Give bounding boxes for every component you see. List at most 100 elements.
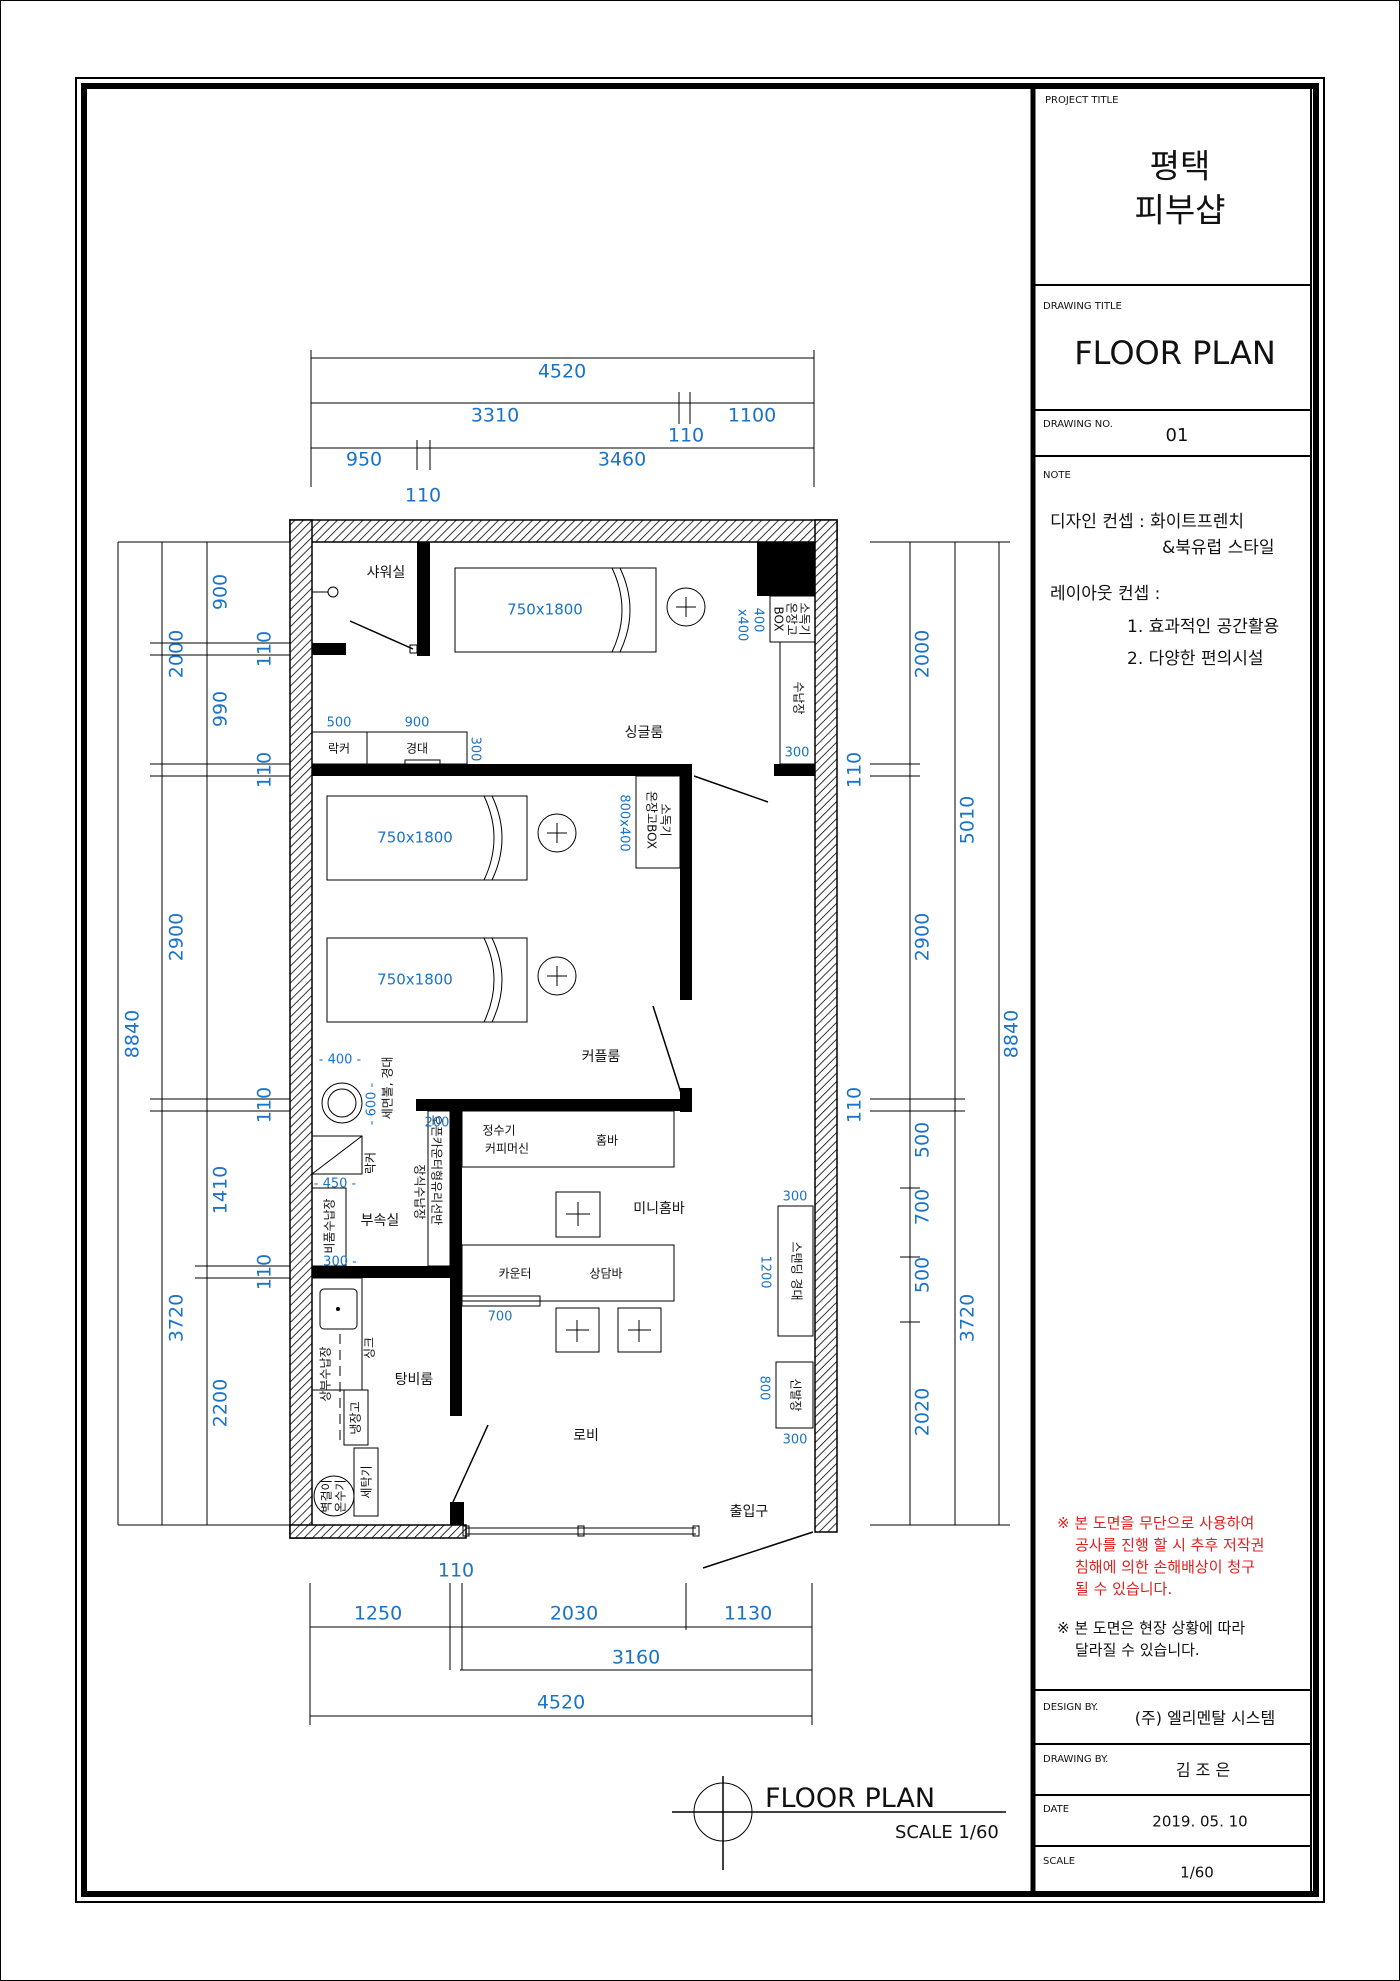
dim-right-a1: 2000 [912, 630, 934, 678]
consult-counter [461, 1244, 675, 1302]
wall-heater-label-1: 벽걸이 [320, 1479, 334, 1512]
dimensions-top: 4520 3310 1100 110 950 3460 110 [310, 350, 815, 507]
shower-door [349, 620, 414, 650]
dim-700: 700 [488, 1310, 513, 1325]
note-design-concept-2: &북유럽 스타일 [1162, 538, 1275, 558]
water-purifier-label: 정수기 [482, 1124, 515, 1138]
plan-caption: FLOOR PLAN SCALE 1/60 [672, 1776, 1006, 1870]
wall-single-right [774, 764, 815, 776]
dim-top-total: 4520 [538, 361, 586, 383]
dim-top-d: 3460 [598, 449, 646, 471]
dim-300b: 300 [785, 746, 810, 761]
locker-label: 락커 [328, 742, 350, 756]
wall-couple-right [680, 764, 692, 1000]
sink-label: 싱크 [363, 1337, 377, 1359]
bed-couple-2-size: 750x1800 [377, 971, 453, 989]
sterilizer-box-2 [635, 775, 681, 869]
dimensions-right: 8840 5010 3720 2000 2900 500 700 500 202… [844, 541, 1023, 1526]
supply-storage [311, 1187, 347, 1267]
sink-counter [311, 1277, 363, 1391]
drawing-title: FLOOR PLAN [1074, 334, 1276, 372]
exterior-wall-top [289, 519, 838, 543]
dim-right-b4: 2020 [912, 1388, 934, 1436]
shoe-cabinet [775, 1361, 814, 1429]
dim-400-basin: - 400 - [319, 1053, 362, 1068]
dim-right-a: 5010 [957, 796, 979, 844]
dim-400: 400 [751, 608, 766, 633]
sterilizer-label-2: 온장고 [785, 602, 799, 635]
dim-top-a: 3310 [471, 405, 519, 427]
bed-single-size: 750x1800 [507, 601, 583, 619]
dim-600: - 600 - [365, 1082, 380, 1125]
dim-bottom-wall: 110 [438, 1560, 474, 1582]
bed-couple-2 [326, 937, 528, 1023]
coffee-machine-label: 커피머신 [485, 1142, 529, 1156]
standing-mirror [777, 1205, 814, 1337]
mirror-label: 경대 [406, 742, 428, 756]
dim-left-w2: 110 [254, 752, 276, 788]
wall-single-couple [312, 764, 690, 776]
room-entrance: 출입구 [730, 1504, 769, 1520]
room-annex: 부속실 [361, 1213, 400, 1229]
dim-200: 200 [425, 1116, 450, 1131]
exterior-wall-bottom [289, 1524, 467, 1539]
dim-right-total: 8840 [1001, 1010, 1023, 1058]
note-layout-2: 2. 다양한 편의시설 [1127, 649, 1264, 669]
dim-bottom-b: 2030 [550, 1603, 598, 1625]
dim-top-wall2: 110 [405, 485, 441, 507]
stool-single-icon [666, 587, 706, 627]
dim-900: 900 [405, 716, 430, 731]
storage-label: 수납장 [792, 681, 806, 714]
warning-line-4: 될 수 있습니다. [1075, 1580, 1172, 1598]
design-by-label: DESIGN BY. [1043, 1702, 1098, 1713]
supply-storage-label: 비품수납장 [323, 1198, 337, 1253]
dim-right-b2: 700 [912, 1189, 934, 1225]
project-title-label: PROJECT TITLE [1045, 95, 1118, 106]
shower-icon [327, 586, 339, 598]
locker2-label: 락커 [364, 1152, 378, 1174]
fridge [343, 1389, 369, 1446]
note-design-concept: 디자인 컨셉 : 화이트프렌치 [1050, 512, 1244, 532]
sterilizer2-label-1: 소독기 [659, 803, 673, 836]
dim-top-wall1: 110 [668, 425, 704, 447]
drawing-no-label: DRAWING NO. [1043, 419, 1113, 430]
dim-left-a1: 900 [210, 574, 232, 610]
dim-bottom-d: 3160 [612, 1647, 660, 1669]
note2-line-1: ※ 본 도면은 현장 상황에 따라 [1057, 1619, 1245, 1637]
drawing-no: 01 [1166, 425, 1189, 446]
drawing-frame-inner [81, 83, 1319, 1897]
drawing-frame-outer [75, 77, 1325, 1903]
upper-storage-label: 상부수납장 [319, 1346, 333, 1401]
shower-wall [417, 542, 430, 656]
exterior-wall-left [289, 519, 313, 1539]
stool-couple-2-icon [537, 956, 577, 996]
dimensions-left: 8840 2000 2900 3720 900 990 1410 2200 11… [117, 541, 290, 1526]
scale: 1/60 [1180, 1864, 1214, 1882]
date-label: DATE [1043, 1804, 1069, 1815]
design-by: (주) 엘리멘탈 시스템 [1135, 1709, 1275, 1728]
home-bar [461, 1110, 675, 1168]
note-layout-concept: 레이아웃 컨셉 : [1050, 584, 1160, 604]
note-layout-1: 1. 효과적인 공간활용 [1127, 617, 1279, 637]
drawing-title-label: DRAWING TITLE [1043, 301, 1122, 312]
basin-label: 세면볼, 경대 [381, 1057, 395, 1120]
sterilizer2-label-2: 온장고BOX [645, 791, 659, 849]
dim-left-a2: 990 [210, 691, 232, 727]
floor-plan: 샤워실 싱글룸 커플룸 미니홈바 부속실 탕비룸 로비 출입구 750x1800… [289, 519, 838, 1569]
room-couple: 커플룸 [582, 1049, 621, 1065]
dim-left-a: 2000 [166, 630, 188, 678]
dim-left-c1: 1410 [210, 1166, 232, 1214]
washer-label: 세탁기 [360, 1465, 374, 1498]
dim-left-c: 3720 [166, 1294, 188, 1342]
warning-line-3: 침해에 의한 손해배상이 청구 [1075, 1558, 1255, 1576]
dim-500: 500 [327, 716, 352, 731]
consult-stool-2-icon [617, 1307, 662, 1353]
dim-bottom-a: 1250 [354, 1603, 402, 1625]
single-room-door [693, 775, 769, 803]
drawing-by-label: DRAWING BY. [1043, 1754, 1108, 1765]
dim-left-w4: 110 [254, 1254, 276, 1290]
plan-caption-title: FLOOR PLAN [765, 1783, 935, 1814]
project-title-line1: 평택 [1150, 147, 1211, 186]
note2-line-2: 달라질 수 있습니다. [1075, 1641, 1200, 1659]
